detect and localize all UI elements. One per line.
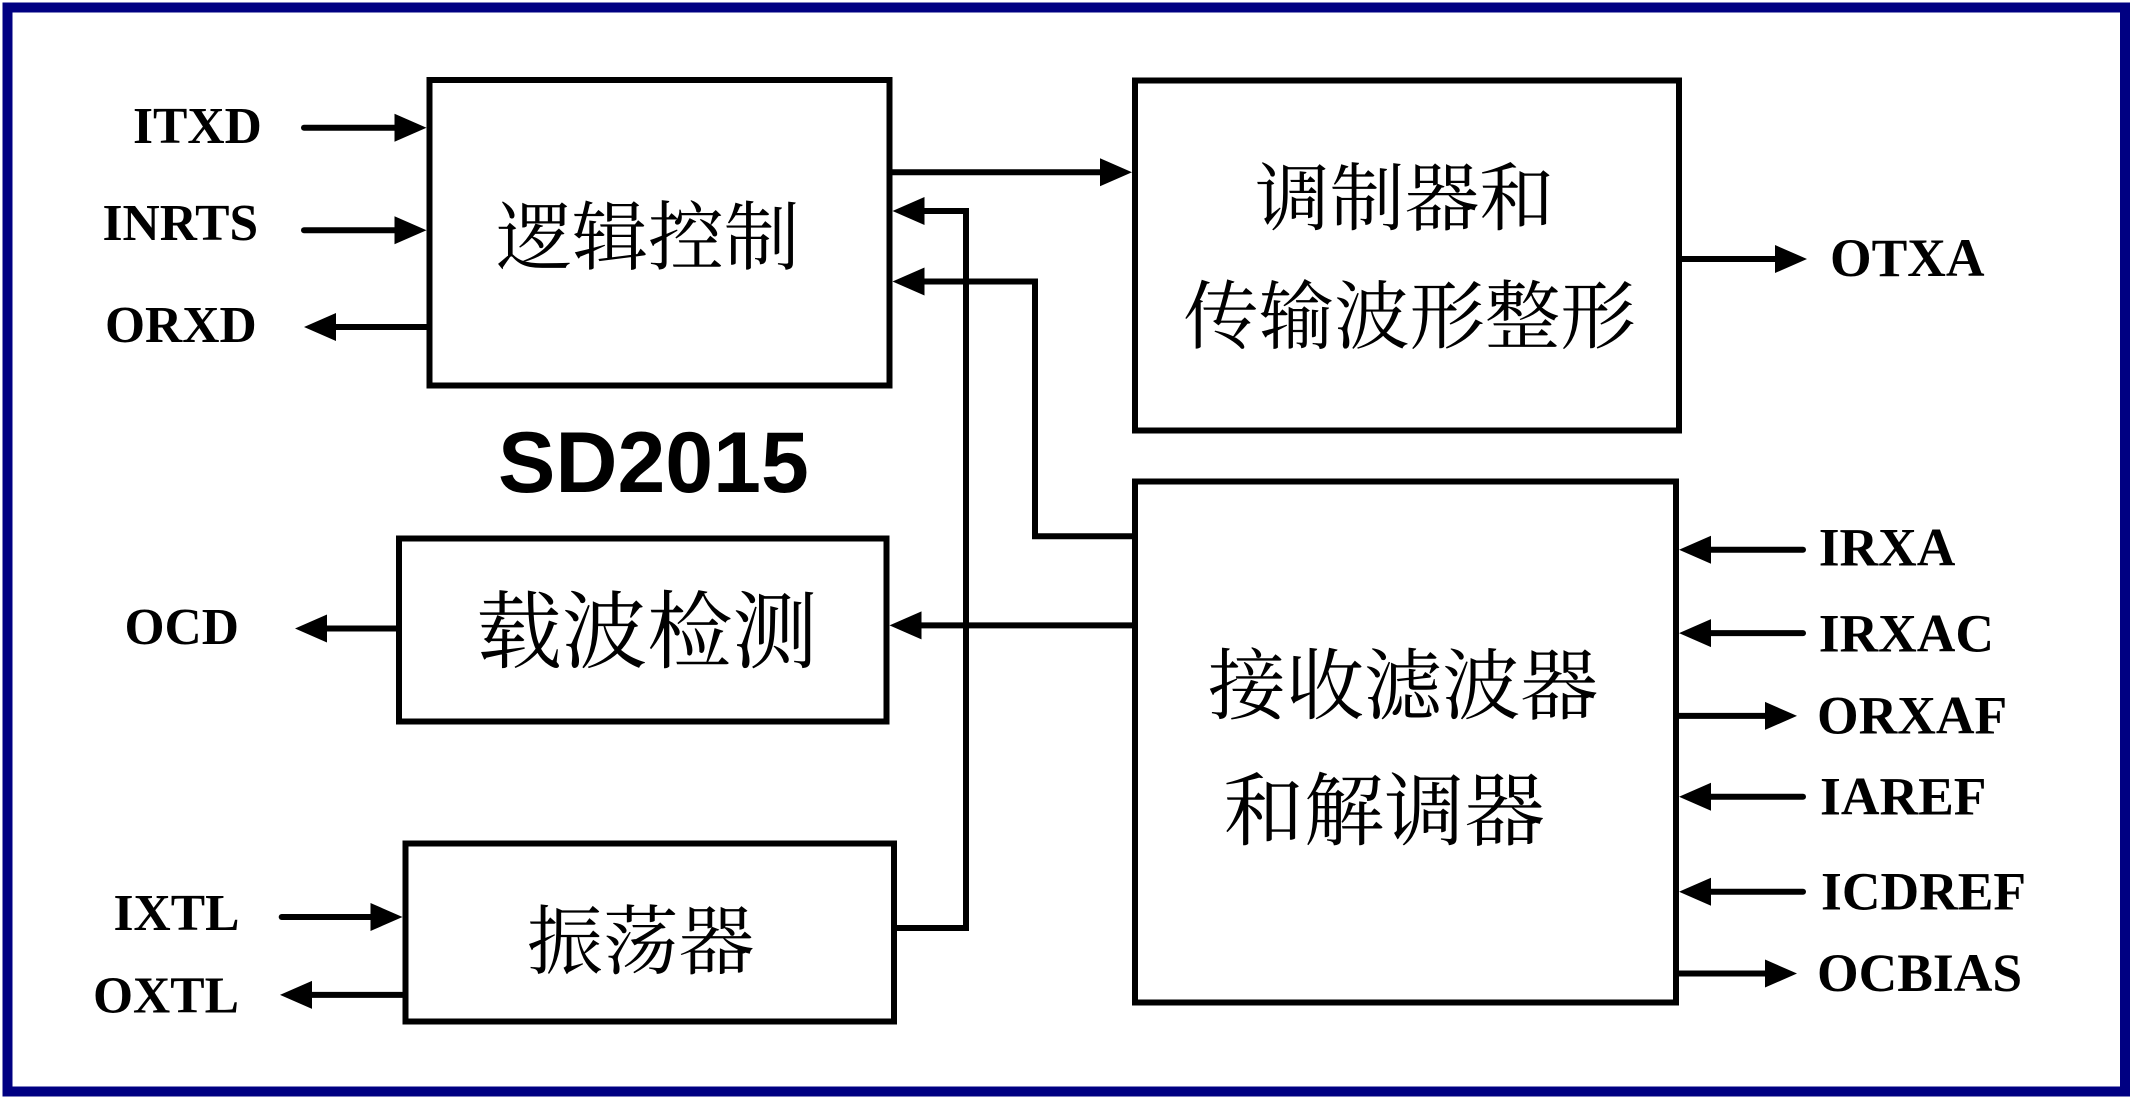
svg-text:IAREF: IAREF: [1820, 767, 1986, 827]
svg-text:OXTL: OXTL: [93, 967, 239, 1024]
svg-text:OTXA: OTXA: [1830, 228, 1985, 288]
svg-text:IRXA: IRXA: [1819, 518, 1956, 578]
svg-text:IXTL: IXTL: [114, 885, 240, 942]
svg-text:ORXD: ORXD: [105, 297, 257, 354]
svg-text:IRXAC: IRXAC: [1819, 604, 1994, 664]
svg-text:SD2015: SD2015: [498, 415, 809, 511]
svg-text:OCBIAS: OCBIAS: [1817, 943, 2022, 1003]
svg-text:ITXD: ITXD: [133, 98, 262, 155]
svg-text:INRTS: INRTS: [103, 195, 259, 252]
svg-text:ORXAF: ORXAF: [1817, 686, 2007, 746]
svg-text:OCD: OCD: [125, 599, 239, 656]
svg-text:ICDREF: ICDREF: [1821, 862, 2026, 922]
